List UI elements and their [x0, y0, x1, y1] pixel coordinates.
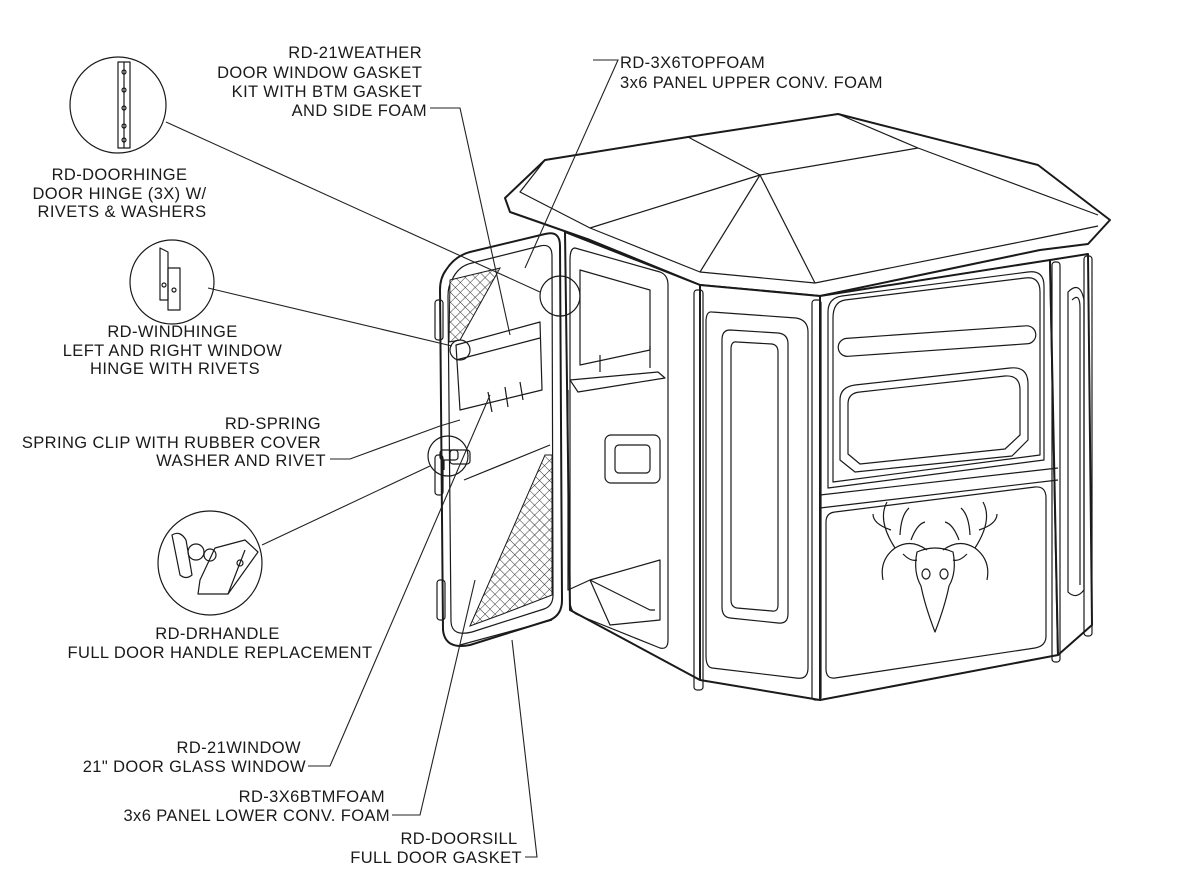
door-hinge-detail	[69, 56, 167, 154]
callout-windhinge: RD-WINDHINGE LEFT AND RIGHT WINDOW HINGE…	[63, 323, 288, 378]
callout-spring-line-1: RD-SPRING	[225, 415, 321, 433]
callout-windhinge-line-2: LEFT AND RIGHT WINDOW	[63, 342, 283, 360]
callout-spring: RD-SPRING SPRING CLIP WITH RUBBER COVER …	[22, 415, 326, 470]
callout-doorsill-line-2: FULL DOOR GASKET	[350, 849, 522, 867]
callout-labels: RD-21WEATHER DOOR WINDOW GASKET KIT WITH…	[22, 44, 883, 867]
callout-doorhinge-line-2: DOOR HINGE (3X) W/	[32, 185, 206, 203]
hunting-blind-illustration	[434, 113, 1111, 701]
callout-doorhinge-line-3: RIVETS & WASHERS	[38, 203, 207, 221]
callout-weather-line-4: AND SIDE FOAM	[292, 102, 427, 120]
door-mesh-lower	[469, 454, 553, 627]
callout-weather-line-1: RD-21WEATHER	[288, 44, 422, 62]
walls	[564, 231, 1093, 701]
callout-btmfoam-line-1: RD-3X6BTMFOAM	[239, 788, 385, 806]
door-handle-detail	[157, 510, 263, 616]
door-handle-detail-icon	[171, 532, 259, 595]
callout-window-line-1: RD-21WINDOW	[177, 739, 302, 757]
callout-windhinge-line-1: RD-WINDHINGE	[107, 323, 237, 341]
callout-topfoam-line-2: 3x6 PANEL UPPER CONV. FOAM	[620, 74, 883, 92]
callout-spring-line-2: SPRING CLIP WITH RUBBER COVER	[22, 434, 321, 452]
callout-window: RD-21WINDOW 21" DOOR GLASS WINDOW	[83, 739, 306, 776]
callout-doorhinge-line-1: RD-DOORHINGE	[52, 166, 188, 184]
door-glass-window	[455, 321, 543, 411]
deer-skull-antlers-icon	[872, 501, 998, 633]
door-hinge-detail-icon	[117, 61, 131, 149]
callout-weather: RD-21WEATHER DOOR WINDOW GASKET KIT WITH…	[217, 44, 427, 120]
callout-windhinge-line-3: HINGE WITH RIVETS	[90, 360, 260, 378]
window-hinge-detail	[129, 239, 215, 325]
callout-drhandle-line-1: RD-DRHANDLE	[155, 625, 280, 643]
open-door	[434, 232, 563, 647]
window-hinge-detail-ring	[449, 339, 471, 361]
callout-btmfoam-line-2: 3x6 PANEL LOWER CONV. FOAM	[123, 807, 390, 825]
callout-doorsill-line-1: RD-DOORSILL	[400, 830, 517, 848]
callout-window-line-2: 21" DOOR GLASS WINDOW	[83, 758, 306, 776]
callout-weather-line-2: DOOR WINDOW GASKET	[217, 64, 422, 82]
callout-weather-line-3: KIT WITH BTM GASKET	[232, 83, 422, 101]
callout-doorhinge: RD-DOORHINGE DOOR HINGE (3X) W/ RIVETS &…	[32, 166, 211, 221]
window-hinge-detail-icon	[159, 247, 181, 311]
callout-drhandle-line-2: FULL DOOR HANDLE REPLACEMENT	[68, 644, 373, 662]
callout-topfoam-line-1: RD-3X6TOPFOAM	[620, 54, 765, 72]
leader-lines	[165, 59, 619, 858]
spring-clip-detail-icon	[439, 449, 459, 470]
spring-clip-detail	[427, 435, 469, 477]
roof	[504, 113, 1111, 297]
upper-foam-detail-ring	[539, 275, 581, 317]
callout-doorsill: RD-DOORSILL FULL DOOR GASKET	[350, 830, 522, 867]
callout-spring-line-3: WASHER AND RIVET	[156, 452, 326, 470]
callout-topfoam: RD-3X6TOPFOAM 3x6 PANEL UPPER CONV. FOAM	[620, 54, 883, 92]
callout-drhandle: RD-DRHANDLE FULL DOOR HANDLE REPLACEMENT	[68, 625, 373, 662]
callout-btmfoam: RD-3X6BTMFOAM 3x6 PANEL LOWER CONV. FOAM	[123, 788, 390, 825]
